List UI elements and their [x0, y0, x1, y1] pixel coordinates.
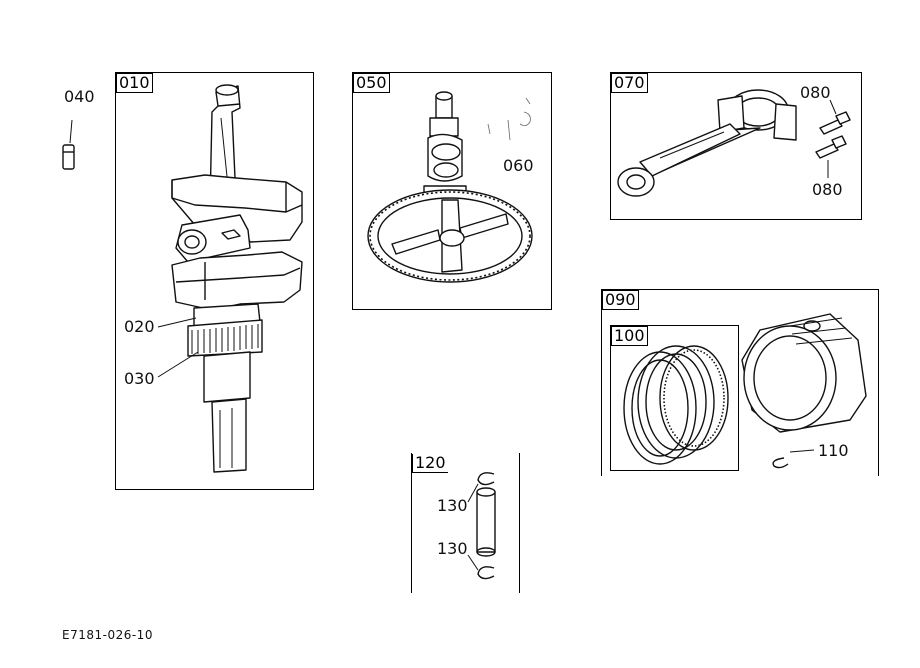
callout-cam-part: 060	[503, 156, 534, 175]
callout-pin-clip-bottom: 130	[437, 539, 468, 558]
piston-pin-drawing	[467, 472, 496, 580]
callout-key: 040	[64, 87, 95, 106]
document-id: E7181-026-10	[62, 628, 153, 642]
callout-pin-clip-top: 130	[437, 496, 468, 515]
camshaft-drawing	[367, 91, 533, 283]
piston-group-label: 090	[602, 290, 639, 310]
callout-piston-clip: 110	[818, 441, 849, 460]
connecting-rod-drawing	[617, 89, 851, 197]
connecting-rod-group-label: 070	[611, 73, 648, 93]
callout-rod-bolt-top: 080	[800, 83, 831, 102]
callout-crank-gear-lower: 030	[124, 369, 155, 388]
camshaft-group-frame	[352, 72, 552, 310]
connecting-rod-group-frame	[610, 72, 862, 220]
piston-rings-group-label: 100	[611, 326, 648, 346]
piston-pin-group-label: 120	[412, 454, 448, 473]
piston-rings-group-frame	[610, 325, 739, 471]
callout-crank-gear-upper: 020	[124, 317, 155, 336]
crankshaft-drawing	[157, 84, 303, 473]
crankshaft-group-label: 010	[116, 73, 153, 93]
camshaft-group-label: 050	[353, 73, 390, 93]
piston-group-frame	[601, 289, 879, 476]
callout-rod-bolt-bottom: 080	[812, 180, 843, 199]
piston-pin-group-frame	[411, 453, 520, 593]
crankshaft-group-frame	[115, 72, 314, 490]
key-part-drawing	[62, 119, 75, 170]
piston-rings-drawing	[623, 345, 729, 465]
piston-drawing	[741, 313, 867, 469]
